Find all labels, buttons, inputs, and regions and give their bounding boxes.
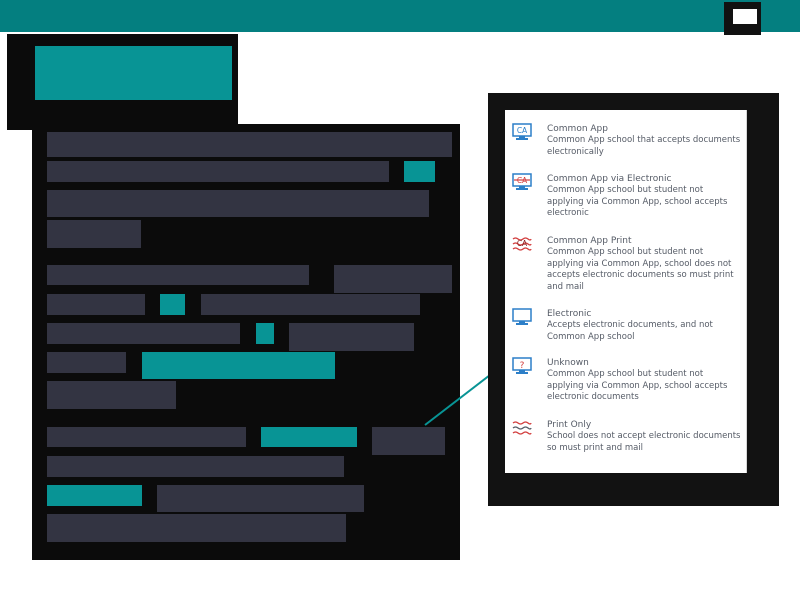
legend-item-title: Common App Print — [547, 236, 632, 246]
legend-item-description: Accepts electronic documents, and not Co… — [547, 320, 713, 342]
legend-item-title: Common App — [547, 124, 608, 134]
header-bar — [0, 0, 800, 32]
legend-item-common-app: CA Common App Common App school that acc… — [512, 123, 742, 163]
legend-item-description: Common App school that accepts documents… — [547, 135, 741, 157]
highlighted-phrase — [47, 485, 142, 506]
redacted-line — [157, 485, 364, 512]
legend-item-common-app-via-electronic: CA Common App via Electronic Common App … — [512, 173, 742, 225]
common-app-print-icon: CA — [512, 237, 532, 251]
highlighted-word — [160, 294, 185, 315]
legend-card — [505, 110, 747, 473]
legend-item-print-only: Print Only School does not accept electr… — [512, 419, 742, 459]
unknown-icon-text: ? — [520, 361, 525, 371]
legend-item-title: Common App via Electronic — [547, 174, 672, 184]
redacted-line — [47, 161, 389, 182]
common-app-print-icon-text: CA — [517, 239, 528, 248]
highlighted-word — [404, 161, 435, 182]
redacted-line — [47, 514, 346, 542]
redacted-line — [47, 220, 141, 248]
redacted-line — [334, 265, 452, 293]
legend-item-title: Unknown — [547, 358, 589, 368]
legend-item-description: School does not accept electronic docume… — [547, 431, 741, 453]
redacted-line — [47, 456, 344, 477]
redacted-line — [47, 427, 246, 447]
redacted-line — [289, 323, 414, 351]
legend-scrollbar[interactable] — [746, 110, 747, 473]
legend-item-description: Common App school but student not applyi… — [547, 247, 734, 292]
unknown-icon: ? — [512, 357, 532, 374]
legend-item-description: Common App school but student not applyi… — [547, 369, 728, 402]
redacted-line — [47, 265, 309, 285]
legend-item-common-app-print: CA Common App Print Common App school bu… — [512, 235, 742, 297]
legend-item-title: Print Only — [547, 420, 592, 430]
legend-item-title: Electronic — [547, 309, 592, 319]
redacted-line — [47, 352, 126, 373]
highlighted-word — [256, 323, 274, 344]
redacted-line — [47, 190, 429, 217]
redacted-line — [47, 132, 452, 157]
corner-button-icon — [733, 9, 757, 24]
common-app-icon-text: CA — [517, 126, 528, 135]
legend-item-unknown: ? Unknown Common App school but student … — [512, 357, 742, 409]
redacted-line — [372, 427, 445, 455]
highlighted-phrase — [261, 427, 357, 447]
electronic-icon — [512, 308, 532, 325]
redacted-line — [47, 381, 176, 409]
redacted-line — [201, 294, 420, 315]
redacted-line — [47, 294, 145, 315]
print-only-icon — [512, 421, 532, 435]
highlighted-phrase — [142, 352, 335, 379]
common-app-via-electronic-icon: CA — [512, 173, 532, 190]
common-app-icon: CA — [512, 123, 532, 140]
legend-item-description: Common App school but student not applyi… — [547, 185, 728, 218]
title-highlight — [35, 46, 232, 100]
redacted-line — [47, 323, 240, 344]
legend-item-electronic: Electronic Accepts electronic documents,… — [512, 308, 742, 348]
